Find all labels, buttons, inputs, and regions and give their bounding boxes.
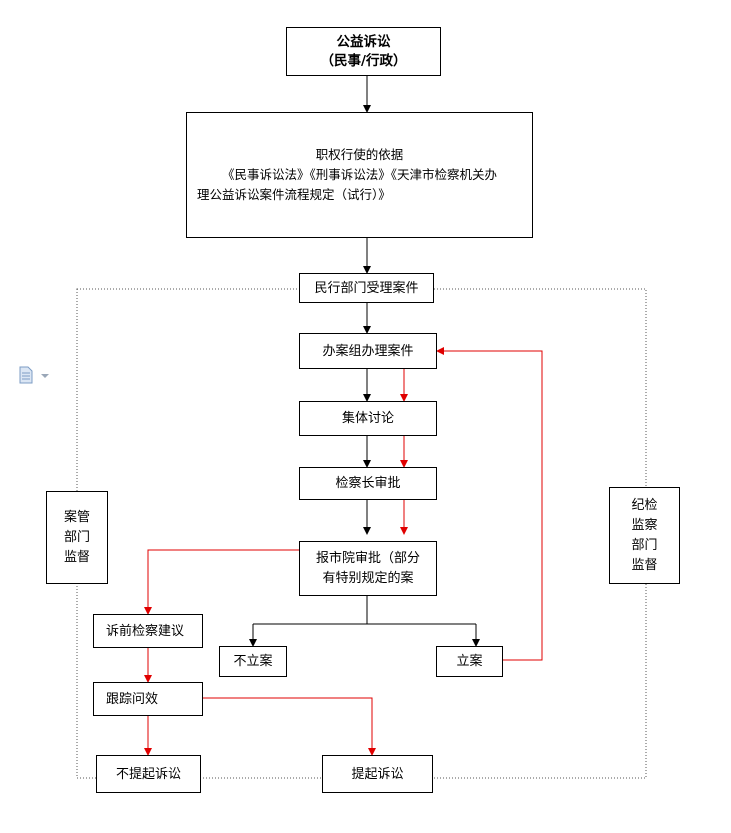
red-arrow-track-to-sue — [202, 697, 376, 756]
dropdown-arrow-icon — [41, 374, 49, 378]
no-filing-label: 不立案 — [233, 654, 273, 669]
group-discussion-label: 集体讨论 — [341, 411, 394, 426]
legal-basis-line3: 理公益诉讼案件流程规定（试行）》 — [197, 187, 391, 202]
node-chief-approval: 检察长审批 — [299, 467, 437, 500]
filing-label: 立案 — [456, 654, 483, 669]
legal-basis-line1: 职权行使的依据 — [315, 147, 404, 162]
report-city-line2: 有特别规定的案 — [322, 570, 414, 586]
no-lawsuit-label: 不提起诉讼 — [115, 766, 181, 782]
node-filing: 立案 — [436, 646, 503, 677]
discipline-line2: 监察 — [631, 517, 658, 533]
handle-case-label: 办案组办理案件 — [322, 343, 414, 359]
paste-options-button[interactable] — [18, 366, 52, 384]
red-arrow-report-to-prelit — [144, 549, 299, 615]
case-management-line1: 案管 — [63, 509, 90, 525]
legal-basis-line2: 《民事诉讼法》《刑事诉讼法》《天津市检察机关办 — [221, 167, 497, 182]
side-discipline-inspection: 纪检 监察 部门 监督 — [609, 487, 680, 584]
node-legal-basis: 职权行使的依据 《民事诉讼法》《刑事诉讼法》《天津市检察机关办 理公益诉讼案件流… — [186, 112, 533, 238]
node-title-line2: （民事/行政） — [320, 52, 407, 69]
chief-approval-label: 检察长审批 — [335, 476, 401, 491]
node-pre-litigation: 诉前检察建议 — [93, 614, 203, 648]
case-management-line2: 部门 — [63, 529, 90, 545]
node-group-discussion: 集体讨论 — [299, 401, 437, 436]
red-arrow-file-back-to-handle — [436, 347, 543, 661]
document-icon — [19, 366, 33, 384]
node-title-line1: 公益诉讼 — [336, 33, 391, 50]
node-no-lawsuit: 不提起诉讼 — [96, 755, 201, 793]
pre-litigation-label: 诉前检察建议 — [106, 623, 185, 639]
lawsuit-label: 提起诉讼 — [351, 766, 404, 782]
side-case-management: 案管 部门 监督 — [46, 491, 108, 584]
discipline-line3: 部门 — [631, 537, 658, 553]
node-tracking: 跟踪问效 — [93, 682, 203, 716]
node-lawsuit: 提起诉讼 — [322, 755, 433, 793]
report-city-line1: 报市院审批（部分 — [315, 550, 420, 566]
node-accept-case: 民行部门受理案件 — [299, 273, 434, 303]
node-public-interest-litigation: 公益诉讼 （民事/行政） — [286, 27, 441, 76]
discipline-line1: 纪检 — [631, 497, 658, 513]
tracking-label: 跟踪问效 — [106, 691, 159, 707]
discipline-line4: 监督 — [631, 557, 658, 573]
case-management-line3: 监督 — [63, 549, 90, 565]
node-report-city: 报市院审批（部分 有特别规定的案 — [299, 541, 437, 596]
accept-case-label: 民行部门受理案件 — [314, 280, 419, 296]
node-handle-case: 办案组办理案件 — [299, 333, 437, 369]
node-no-filing: 不立案 — [219, 646, 287, 677]
